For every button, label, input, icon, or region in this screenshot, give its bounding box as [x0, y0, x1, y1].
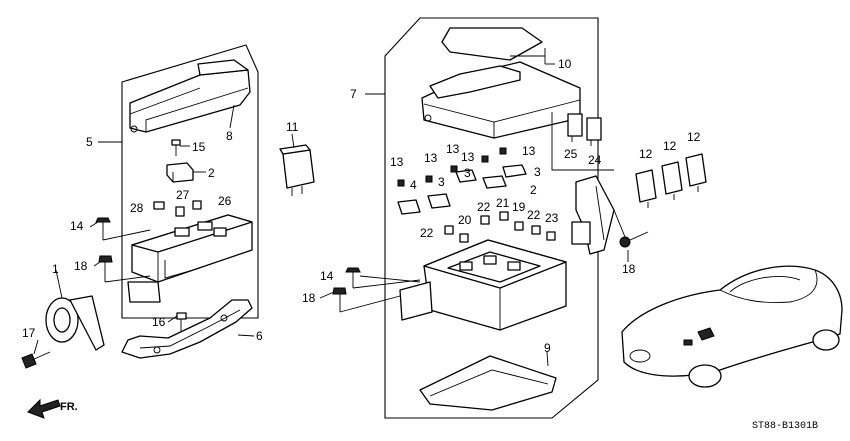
fuses-12	[635, 153, 707, 208]
callout-27: 27	[176, 188, 190, 202]
callout-14-center: 14	[320, 269, 334, 283]
callout-11: 11	[286, 120, 299, 134]
center-assembly-frame	[384, 17, 599, 419]
callout-9: 9	[544, 341, 551, 355]
mini-fuses-left	[153, 200, 202, 217]
bolt-16	[176, 312, 187, 332]
callout-13-a: 13	[390, 155, 404, 169]
callout-12-c: 12	[687, 130, 701, 144]
callout-13-d: 13	[461, 150, 475, 164]
callout-19: 19	[512, 200, 526, 214]
bolt-18-center	[332, 287, 347, 312]
callout-13-c: 13	[446, 142, 460, 156]
direction-label: FR.	[60, 401, 78, 413]
callout-21: 21	[496, 196, 510, 210]
fuse-box-base-left	[127, 214, 253, 303]
callout-20: 20	[458, 213, 472, 227]
diagram-code: ST88-B1301B	[752, 421, 818, 432]
fuse-box-cover-center	[421, 61, 581, 139]
bolt-18-right	[619, 231, 649, 248]
callout-14-left: 14	[70, 219, 84, 233]
bolt-17	[21, 351, 51, 369]
callout-2-center: 2	[530, 183, 537, 197]
callout-6: 6	[256, 329, 263, 343]
relay-blocks-center	[397, 164, 527, 215]
relay-2-left	[166, 162, 194, 183]
fuse-box-cover-left	[129, 59, 251, 133]
callout-18-center: 18	[302, 291, 316, 305]
callout-22-a: 22	[477, 200, 491, 214]
callout-12-a: 12	[639, 147, 653, 161]
fuse-box-bottom-cover	[419, 355, 557, 411]
relay-24	[586, 117, 602, 146]
callout-3-c: 3	[534, 165, 541, 179]
callout-8: 8	[226, 129, 233, 143]
mini-fuses-center	[444, 211, 556, 243]
callout-7: 7	[350, 87, 357, 101]
bolts-13	[397, 147, 507, 187]
callout-2-left: 2	[208, 166, 215, 180]
callout-26: 26	[218, 194, 232, 208]
callout-5: 5	[86, 135, 93, 149]
horn	[45, 295, 105, 351]
callout-3-b: 3	[438, 175, 445, 189]
callout-22-b: 22	[527, 208, 541, 222]
callout-23: 23	[545, 211, 559, 225]
bracket	[121, 299, 253, 359]
callout-17: 17	[22, 326, 36, 340]
callout-28: 28	[130, 201, 144, 215]
bolt-15	[171, 139, 181, 156]
bolt-14-left	[95, 217, 111, 240]
relay-25	[567, 113, 583, 142]
sheet-10	[441, 27, 543, 61]
callout-13-b: 13	[424, 151, 438, 165]
callout-16: 16	[152, 315, 166, 329]
callout-12-b: 12	[663, 139, 677, 153]
callout-labels: 5 8 15 2 27 28 26 14 18 1 17 16 6 11 7 1…	[22, 57, 818, 432]
callout-4: 4	[410, 178, 417, 192]
mounting-bracket-connector	[571, 175, 615, 255]
callout-18-left: 18	[74, 259, 88, 273]
callout-3-a: 3	[464, 166, 471, 180]
callout-18-right: 18	[622, 262, 636, 276]
callout-13-e: 13	[522, 144, 536, 158]
callout-15: 15	[192, 140, 206, 154]
callout-25: 25	[564, 147, 578, 161]
fuse-box-base-center	[399, 239, 567, 331]
front-direction-arrow	[27, 398, 61, 419]
callout-10: 10	[558, 57, 572, 71]
bolt-18-left	[98, 255, 113, 282]
callout-1: 1	[52, 262, 59, 276]
left-assembly-frame	[121, 44, 259, 319]
car-locator-silhouette	[621, 265, 843, 388]
callout-22-c: 22	[420, 226, 434, 240]
relay-11	[279, 144, 315, 196]
bolt-14-center	[345, 267, 361, 288]
leader-lines	[33, 48, 629, 367]
callout-24: 24	[588, 153, 602, 167]
